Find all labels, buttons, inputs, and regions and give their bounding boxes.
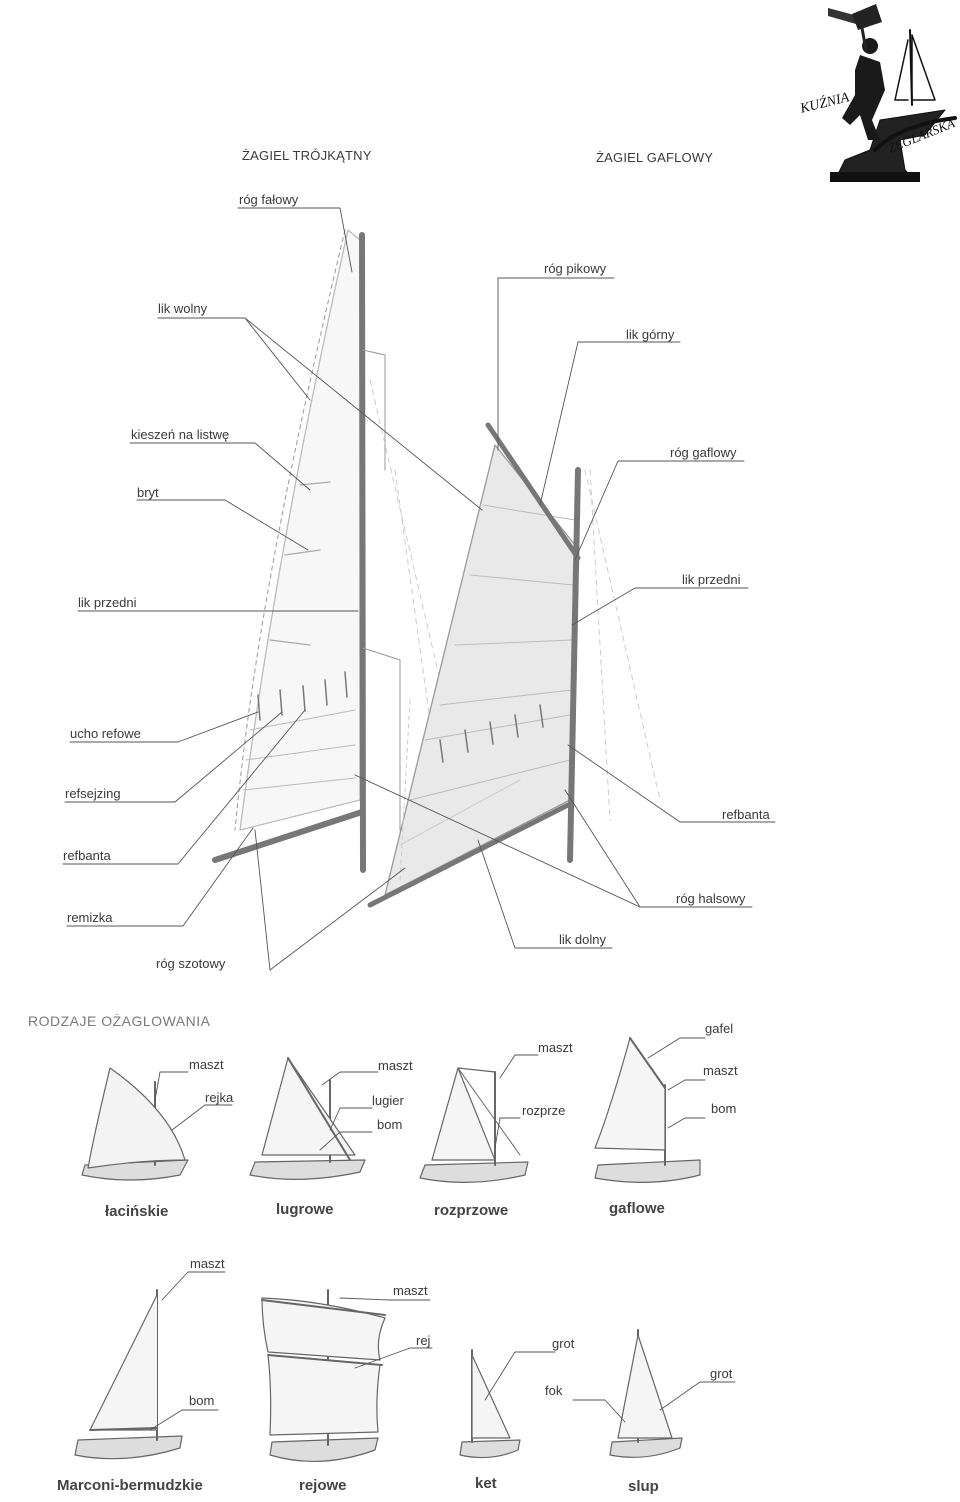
- label-rog-szotowy: róg szotowy: [156, 956, 226, 971]
- label-remizka: remizka: [67, 910, 113, 925]
- label-ucho-refowe: ucho refowe: [70, 726, 141, 741]
- rig-ket: [459, 1349, 556, 1459]
- caption-gaflowe: gaflowe: [609, 1200, 665, 1217]
- leader-lines: [62, 207, 776, 971]
- gaflowe-bom: bom: [711, 1101, 737, 1116]
- caption-marconi: Marconi-bermudzkie: [57, 1477, 203, 1494]
- heading-gaff: ŻAGIEL GAFLOWY: [596, 150, 714, 165]
- rejowe-maszt: maszt: [393, 1283, 428, 1298]
- label-refbanta-right: refbanta: [722, 807, 770, 822]
- caption-lugrowe: lugrowe: [276, 1201, 334, 1218]
- rozprzowe-rozprze: rozprze: [522, 1103, 566, 1118]
- rejowe-rej: rej: [416, 1333, 431, 1348]
- label-kieszen: kieszeń na listwę: [131, 427, 230, 442]
- gaflowe-gafel: gafel: [705, 1021, 734, 1036]
- rig-lugrowe: [249, 1057, 379, 1180]
- marconi-maszt: maszt: [190, 1256, 225, 1271]
- rig-marconi: [74, 1271, 226, 1460]
- label-rog-pikowy: róg pikowy: [544, 261, 607, 276]
- rig-gaflowe: [594, 1037, 706, 1183]
- label-lik-przedni-right: lik przedni: [682, 572, 741, 587]
- label-rog-falowy: róg fałowy: [239, 192, 299, 207]
- marconi-bom: bom: [189, 1393, 215, 1408]
- caption-ket: ket: [475, 1475, 497, 1492]
- rig-slup: [572, 1329, 736, 1458]
- label-lik-dolny: lik dolny: [559, 932, 606, 947]
- lugrowe-bom: bom: [377, 1117, 403, 1132]
- rig-lacinskie: [81, 1067, 233, 1181]
- triangular-sail-drawing: [212, 229, 441, 873]
- label-bryt: bryt: [137, 485, 159, 500]
- label-rog-halsowy: róg halsowy: [676, 891, 746, 906]
- slup-fok: fok: [545, 1383, 563, 1398]
- rig-rejowe: [261, 1289, 433, 1463]
- section-title: RODZAJE OŻAGLOWANIA: [28, 1013, 211, 1029]
- gaflowe-maszt: maszt: [703, 1063, 738, 1078]
- label-refsejzing: refsejzing: [65, 786, 121, 801]
- label-refbanta-left: refbanta: [63, 848, 111, 863]
- lugrowe-lugier: lugier: [372, 1093, 404, 1108]
- lacinskie-rejka: rejka: [205, 1090, 234, 1105]
- caption-rozprzowe: rozprzowe: [434, 1202, 509, 1219]
- caption-slup: slup: [628, 1478, 659, 1495]
- label-lik-gorny: lik górny: [626, 327, 675, 342]
- label-rog-gaflowy: róg gaflowy: [670, 445, 737, 460]
- label-lik-przedni-left: lik przedni: [78, 595, 137, 610]
- label-lik-wolny: lik wolny: [158, 301, 208, 316]
- caption-rejowe: rejowe: [299, 1477, 347, 1494]
- slup-grot: grot: [710, 1366, 733, 1381]
- logo-emblem: [828, 4, 957, 182]
- rig-rozprzowe: [419, 1054, 539, 1183]
- heading-triangular: ŻAGIEL TRÓJKĄTNY: [242, 148, 372, 163]
- lugrowe-maszt: maszt: [378, 1058, 413, 1073]
- gaff-sail-drawing: [367, 422, 661, 908]
- rozprzowe-maszt: maszt: [538, 1040, 573, 1055]
- ket-grot: grot: [552, 1336, 575, 1351]
- lacinskie-maszt: maszt: [189, 1057, 224, 1072]
- caption-lacinskie: łacińskie: [105, 1203, 169, 1220]
